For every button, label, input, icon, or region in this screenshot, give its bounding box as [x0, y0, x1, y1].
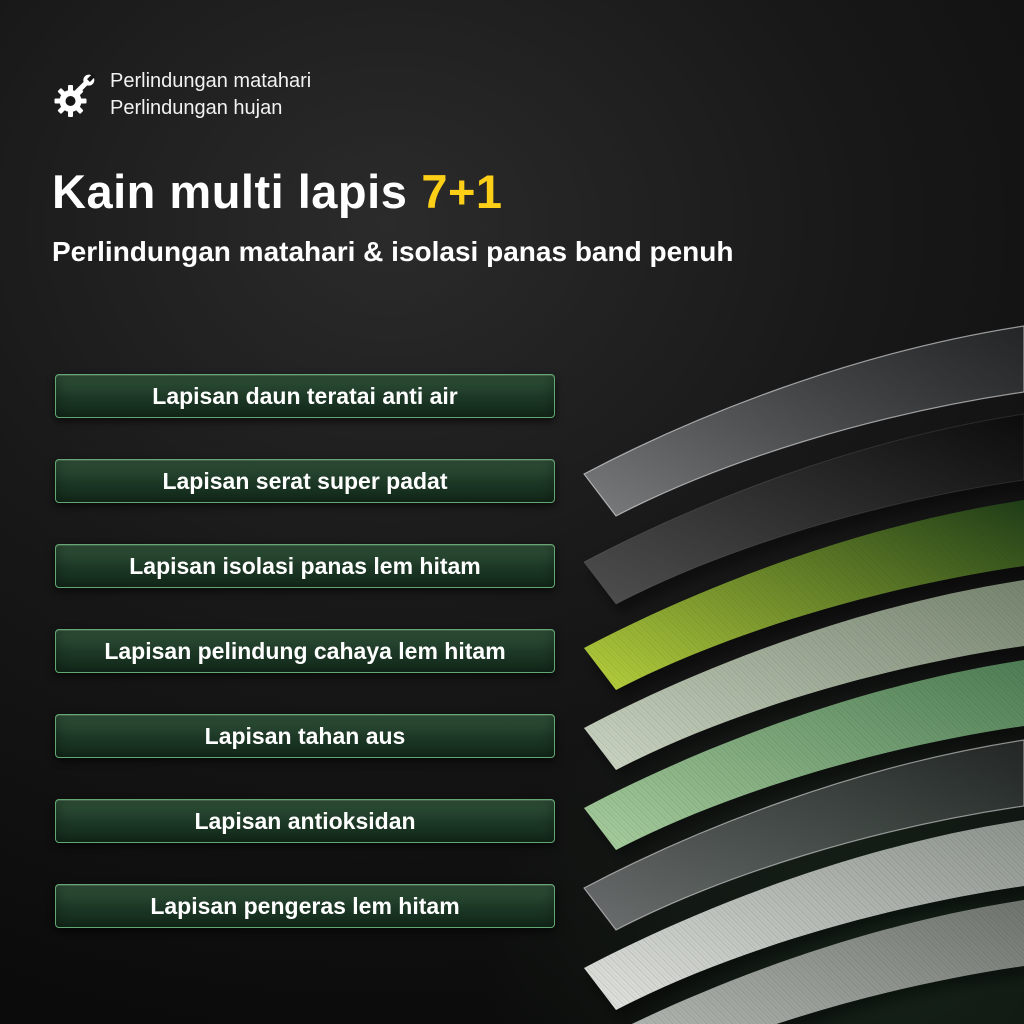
header-line-2: Perlindungan hujan — [110, 97, 283, 119]
layer-pill: Lapisan daun teratai anti air — [55, 374, 555, 418]
layer-pill-label: Lapisan tahan aus — [204, 722, 406, 749]
layer-pill-label: Lapisan pengeras lem hitam — [150, 892, 460, 919]
layer-pill: Lapisan tahan aus — [55, 714, 555, 758]
layer-pill-label: Lapisan pelindung cahaya lem hitam — [104, 637, 506, 664]
gear-wrench-icon — [54, 73, 96, 117]
layer-pill-label: Lapisan serat super padat — [162, 467, 448, 494]
layer-label-list: Lapisan daun teratai anti air Lapisan se… — [55, 374, 555, 928]
layer-pill-label: Lapisan antioksidan — [194, 807, 416, 834]
layer-pill: Lapisan pelindung cahaya lem hitam — [55, 629, 555, 673]
fabric-layers-illustration — [583, 325, 1024, 1024]
layer-pill: Lapisan isolasi panas lem hitam — [55, 544, 555, 588]
layer-pill: Lapisan pengeras lem hitam — [55, 884, 555, 928]
title-main: Kain multi lapis — [52, 165, 408, 218]
header-line-1: Perlindungan matahari — [110, 70, 312, 92]
layer-pill: Lapisan antioksidan — [55, 799, 555, 843]
header: Perlindungan matahari Perlindungan hujan — [50, 68, 311, 122]
layer-pill-label: Lapisan isolasi panas lem hitam — [129, 552, 481, 579]
title-highlight: 7+1 — [421, 165, 503, 218]
subtitle: Perlindungan matahari & isolasi panas ba… — [52, 236, 734, 267]
layer-pill-label: Lapisan daun teratai anti air — [152, 382, 458, 409]
layer-pill: Lapisan serat super padat — [55, 459, 555, 503]
